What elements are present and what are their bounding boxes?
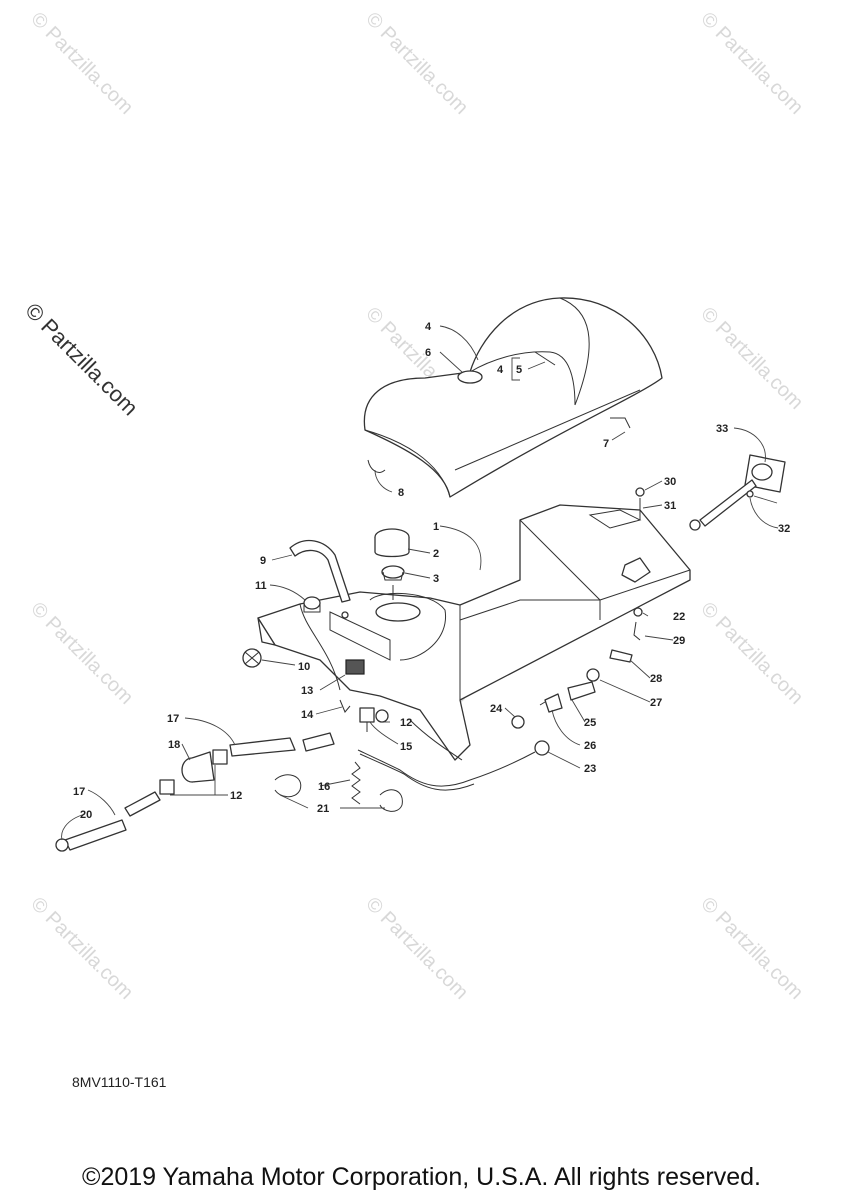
throttle-cable-drawing <box>351 740 550 805</box>
watermark-0: © Partzilla.com <box>26 8 137 119</box>
callout-8: 8 <box>398 487 404 499</box>
callout-3: 3 <box>433 573 439 585</box>
hull-drawing <box>257 504 691 761</box>
copyright-notice: ©2019 Yamaha Motor Corporation, U.S.A. A… <box>82 1163 761 1191</box>
callout-14: 14 <box>301 709 314 721</box>
callout-27: 28 <box>650 673 662 685</box>
side-watermark: © Partzilla.com <box>20 298 143 421</box>
clamps-20-drawing <box>274 774 403 812</box>
callout-28: 29 <box>673 635 685 647</box>
callouts: 1 2 3 4 4 5 6 7 8 9 10 11 12 12 20 13 14… <box>73 321 790 821</box>
callout-26: 27 <box>650 697 662 709</box>
callout-23: 24 <box>490 703 503 715</box>
callout-15: 15 <box>400 741 412 753</box>
callout-20: 21 <box>317 803 329 815</box>
hose-end-drawing <box>341 611 349 619</box>
callout-22: 23 <box>584 763 596 775</box>
callout-32: 33 <box>716 423 728 435</box>
callout-25: 26 <box>584 740 596 752</box>
vent-hose-drawing <box>289 539 351 603</box>
small-parts-drawing <box>511 487 645 729</box>
callout-5: 5 <box>516 364 522 376</box>
callout-9: 9 <box>260 555 266 567</box>
watermark-8: © Partzilla.com <box>26 893 137 1004</box>
label-13-drawing <box>345 659 365 675</box>
fitting-11-drawing <box>303 596 321 613</box>
callout-24: 25 <box>584 717 596 729</box>
watermark-4: © Partzilla.com <box>696 303 807 414</box>
callout-17a: 17 <box>167 713 179 725</box>
leader-lines <box>61 325 779 841</box>
callout-11: 11 <box>255 580 267 592</box>
fuel-cap-drawing <box>374 528 410 600</box>
callout-12a: 12 <box>400 717 412 729</box>
drain-plug-drawing <box>242 648 262 668</box>
watermark-7: © Partzilla.com <box>696 598 807 709</box>
callout-19: 20 <box>80 809 92 821</box>
callout-16: 16 <box>318 781 330 793</box>
callout-6: 6 <box>425 347 431 359</box>
callout-4b: 4 <box>497 364 504 376</box>
callout-17b: 17 <box>73 786 85 798</box>
callout-21: 22 <box>673 611 685 623</box>
callout-2: 2 <box>433 548 439 560</box>
callout-31: 32 <box>778 523 790 535</box>
watermark-1: © Partzilla.com <box>361 8 472 119</box>
callout-10: 10 <box>298 661 310 673</box>
callout-18: 18 <box>168 739 180 751</box>
callout-7: 7 <box>603 438 609 450</box>
seat-drawing <box>363 297 663 498</box>
pickup-drawing <box>689 454 786 531</box>
petcock-drawing <box>359 707 389 732</box>
clip-14-drawing <box>339 699 351 713</box>
watermark-5: © Partzilla.com <box>26 598 137 709</box>
callout-29: 30 <box>664 476 676 488</box>
fuel-line-drawing <box>55 732 335 852</box>
callout-30: 31 <box>664 500 676 512</box>
callout-1: 1 <box>433 521 439 533</box>
callout-4: 4 <box>425 321 432 333</box>
callout-12b: 12 <box>230 790 242 802</box>
watermark-layer: © Partzilla.com © Partzilla.com © Partzill… <box>20 8 807 1004</box>
watermark-9: © Partzilla.com <box>361 893 472 1004</box>
callout-13: 13 <box>301 685 313 697</box>
watermark-2: © Partzilla.com <box>696 8 807 119</box>
watermark-10: © Partzilla.com <box>696 893 807 1004</box>
diagram-code: 8MV1110-T161 <box>72 1074 167 1090</box>
